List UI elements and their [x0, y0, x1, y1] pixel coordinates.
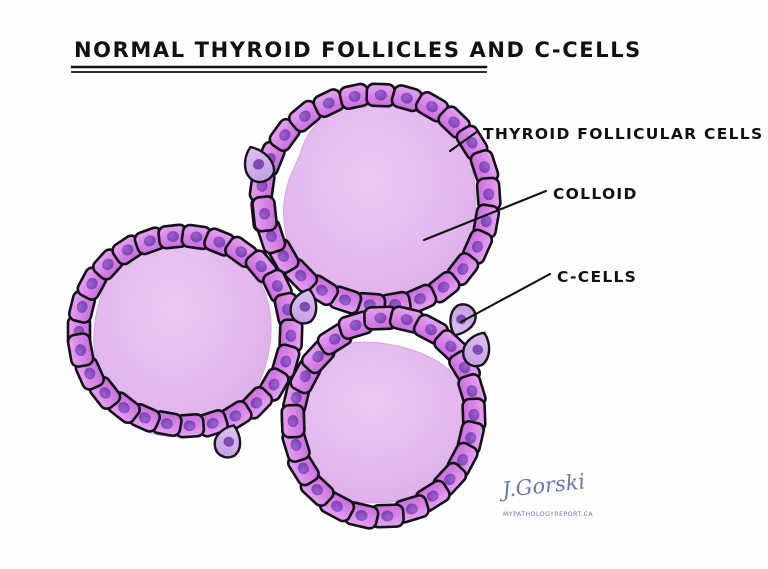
cell-nucleus: [448, 116, 460, 128]
cell-nucleus: [290, 438, 302, 451]
cell-nucleus: [426, 490, 439, 502]
cell-nucleus: [235, 246, 247, 258]
label-thyroid-follicular-cells: THYROID FOLLICULAR CELLS: [483, 125, 763, 143]
cell-nucleus: [483, 188, 495, 201]
c-cells-group: [213, 145, 491, 459]
c-cell-nucleus: [456, 314, 467, 325]
leader-line-follicular-cells: [448, 129, 480, 153]
cell-nucleus: [138, 412, 151, 424]
cell-nucleus: [229, 410, 242, 422]
leader-line-c-cells: [459, 272, 552, 324]
cell-nucleus: [328, 333, 341, 345]
cell-nucleus: [479, 161, 490, 174]
cell-nucleus: [297, 462, 310, 475]
cell-nucleus: [118, 402, 130, 414]
leader-line-colloid: [422, 189, 548, 242]
cell-nucleus: [280, 355, 292, 368]
cell-nucleus: [331, 500, 343, 512]
cell-nucleus: [457, 263, 469, 275]
cell-nucleus: [405, 503, 418, 515]
cell-nucleus: [259, 207, 271, 220]
figure-title-group: NORMAL THYROID FOLLICLES AND C-CELLS: [70, 38, 642, 73]
cell-nucleus: [400, 92, 413, 104]
c-cell-nucleus: [299, 301, 311, 312]
cell-nucleus: [84, 367, 96, 380]
label-colloid: COLLOID: [553, 185, 638, 203]
cell-nucleus: [250, 397, 263, 409]
cell-nucleus: [445, 340, 457, 353]
cell-nucleus: [355, 510, 368, 521]
annotation-follicular-cells: THYROID FOLLICULAR CELLS: [448, 125, 763, 153]
cell-nucleus: [457, 453, 469, 466]
c-cell-nucleus: [223, 436, 235, 447]
cell-nucleus: [255, 260, 267, 273]
annotation-c-cells: C-CELLS: [459, 268, 637, 324]
cell-nucleus: [271, 280, 283, 292]
cell-nucleus: [466, 385, 478, 398]
cell-nucleus: [339, 294, 352, 306]
cell-nucleus: [86, 277, 98, 290]
c-cell-right: [462, 331, 491, 368]
c-cell-nucleus: [472, 344, 484, 355]
cell-nucleus: [99, 387, 111, 399]
artist-signature-group: J.Gorski MYPATHOLOGYREPORT.CA: [497, 469, 593, 518]
cell-nucleus: [437, 281, 450, 293]
cell-nucleus: [468, 408, 480, 421]
cell-nucleus: [374, 89, 387, 101]
follicle-top-right: [248, 82, 502, 319]
cell-nucleus: [102, 258, 114, 271]
cell-nucleus: [75, 344, 86, 357]
cell-nucleus: [471, 240, 483, 253]
c-cell-lower-left: [213, 424, 242, 459]
cell-nucleus: [190, 231, 203, 243]
cell-nucleus: [279, 129, 291, 141]
cell-nucleus: [166, 231, 179, 242]
annotation-colloid: COLLOID: [422, 185, 638, 242]
cell-nucleus: [349, 319, 362, 331]
label-c-cells: C-CELLS: [557, 268, 637, 286]
cell-nucleus: [299, 370, 311, 383]
cell-nucleus: [160, 418, 173, 430]
cell-nucleus: [277, 250, 290, 262]
follicular-cell-ring-top-right: [248, 82, 502, 319]
source-website-watermark: MYPATHOLOGYREPORT.CA: [503, 511, 593, 518]
follicle-left: [66, 223, 304, 439]
cell-nucleus: [465, 432, 477, 444]
cell-nucleus: [143, 235, 156, 247]
cell-nucleus: [426, 101, 438, 113]
page-title: NORMAL THYROID FOLLICLES AND C-CELLS: [74, 38, 642, 62]
follicle-bottom-right: [280, 305, 487, 530]
c-cell-mid-left: [289, 288, 318, 325]
cell-nucleus: [444, 473, 456, 486]
cell-nucleus: [348, 90, 361, 102]
cell-nucleus: [299, 110, 311, 122]
cell-nucleus: [287, 415, 299, 428]
cell-nucleus: [316, 284, 328, 296]
cell-nucleus: [213, 236, 226, 248]
cell-nucleus: [206, 417, 219, 429]
cell-nucleus: [381, 510, 394, 522]
cell-nucleus: [268, 378, 280, 391]
c-cell-nucleus: [253, 159, 265, 170]
cell-nucleus: [322, 97, 335, 109]
cell-nucleus: [295, 269, 307, 282]
cell-nucleus: [311, 483, 323, 496]
cell-nucleus: [414, 293, 427, 305]
cell-nucleus: [458, 361, 471, 374]
cell-nucleus: [374, 312, 387, 324]
cell-nucleus: [121, 244, 134, 256]
cell-nucleus: [400, 314, 413, 326]
cell-nucleus: [290, 391, 302, 404]
follicular-cell-ring-left: [66, 223, 304, 439]
cell-nucleus: [183, 420, 196, 432]
cell-nucleus: [312, 350, 324, 363]
cell-nucleus: [265, 230, 277, 243]
cell-nucleus: [285, 329, 297, 342]
cell-nucleus: [480, 215, 492, 228]
c-cell-upper-left: [243, 145, 276, 184]
cell-nucleus: [425, 324, 437, 336]
cell-nucleus: [466, 136, 478, 149]
cell-nucleus: [76, 300, 88, 313]
